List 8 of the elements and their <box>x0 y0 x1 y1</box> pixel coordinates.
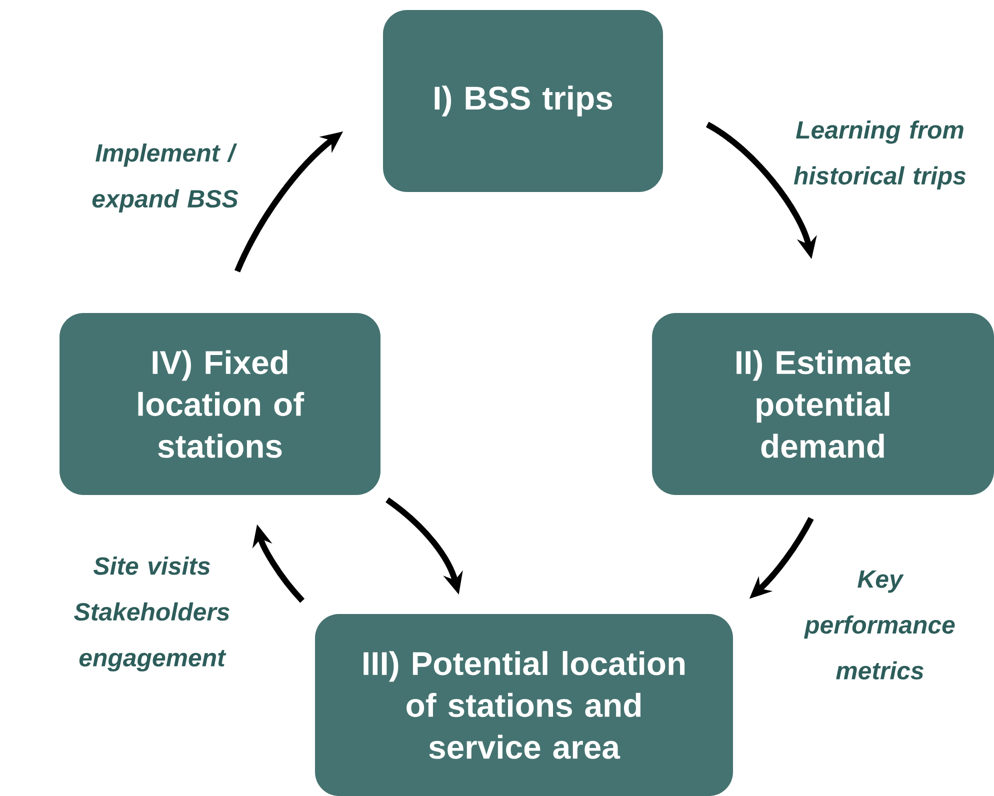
edge-label: Site visits Stakeholders engagement <box>74 556 230 672</box>
process-box: IV) Fixed location of stations <box>60 313 380 495</box>
process-box: I) BSS trips <box>383 10 663 192</box>
edge-label: Key performance metrics <box>804 570 955 680</box>
process-box: II) Estimate potential demand <box>652 313 994 495</box>
edge-label: Learning from historical trips <box>794 120 966 190</box>
process-box: III) Potential location of stations and service area <box>315 614 733 796</box>
edge-label: Implement / expand BSS <box>92 143 238 213</box>
